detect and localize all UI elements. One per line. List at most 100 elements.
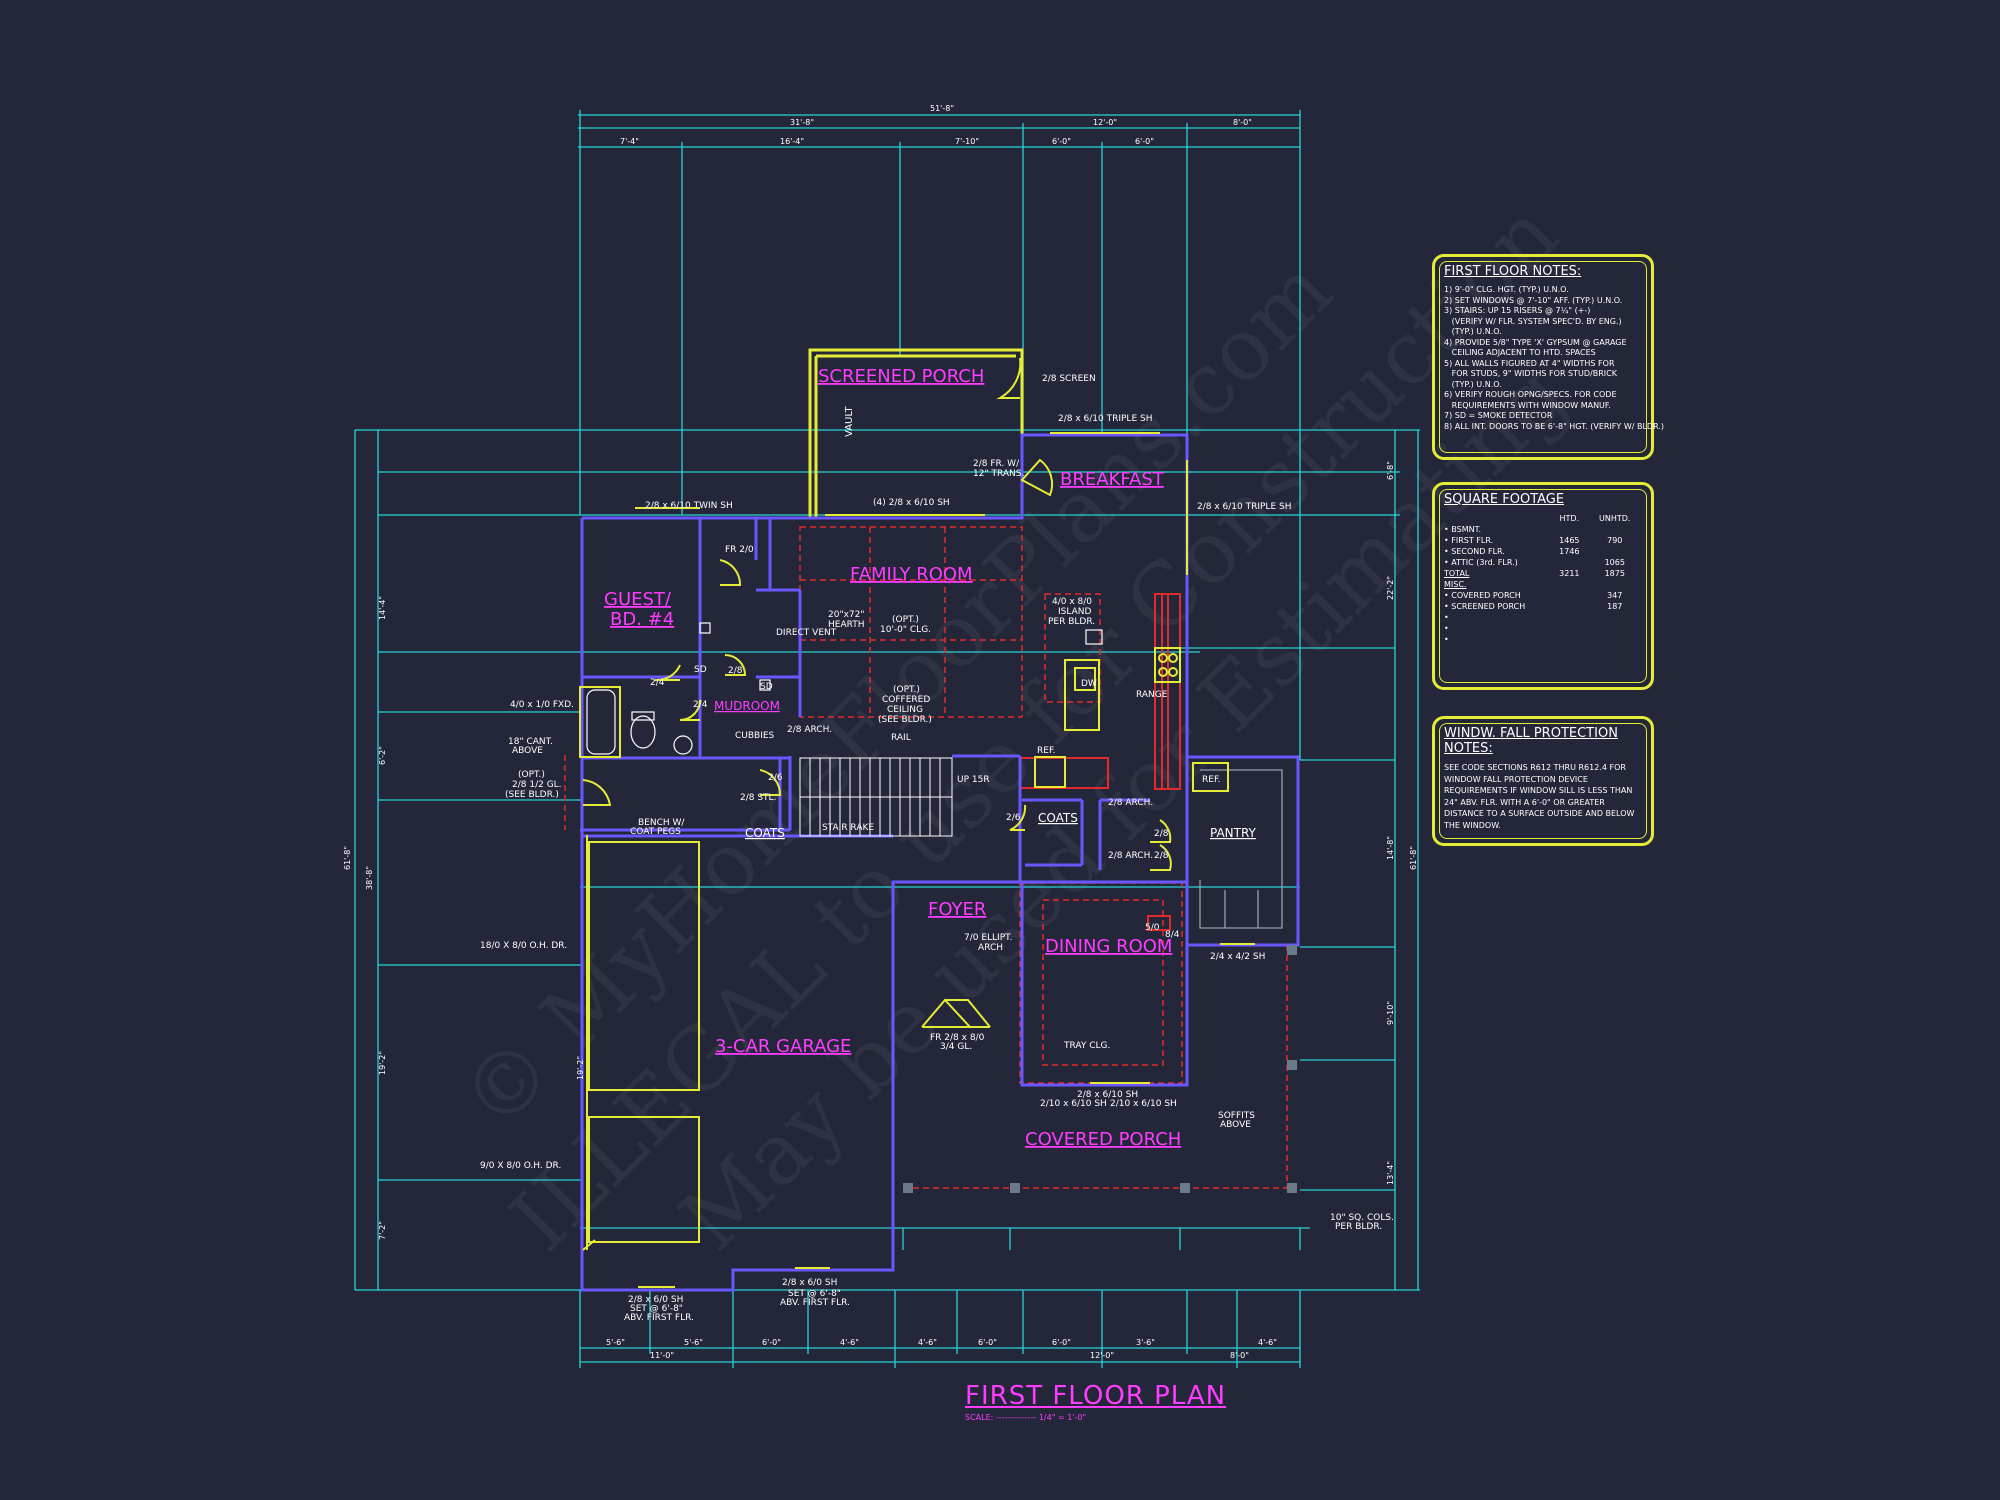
- dim-right-1: 6'-8": [1386, 461, 1395, 480]
- label-door-28c: 2/8: [1154, 851, 1169, 861]
- square-footage-label: • BSMNT.: [1444, 525, 1482, 534]
- square-footage-label: • COVERED PORCH: [1444, 591, 1521, 600]
- room-coats-2: COATS: [1038, 811, 1078, 825]
- label-screen: 2/8 SCREEN: [1042, 374, 1096, 384]
- square-footage-htd: [1551, 623, 1587, 634]
- label-soffits-2: ABOVE: [1220, 1120, 1251, 1130]
- label-four-sh: (4) 2/8 x 6/10 SH: [873, 498, 950, 508]
- square-footage-unhtd: 187: [1607, 602, 1623, 611]
- square-footage-label: •: [1444, 613, 1449, 622]
- label-soffits-1: SOFFITS: [1218, 1111, 1255, 1121]
- label-stl: 2/8 STL.: [740, 793, 776, 803]
- label-dw: DW: [1081, 679, 1097, 689]
- dim-left-5: 19'-2": [378, 1051, 387, 1075]
- window-fall-notes-panel: WINDW. FALL PROTECTION NOTES: SEE CODE S…: [1432, 716, 1654, 846]
- dim-bb1: 11'-0": [650, 1351, 674, 1360]
- label-rail: RAIL: [891, 733, 911, 743]
- dim-bb2: 12'-0": [1090, 1351, 1114, 1360]
- label-vault: VAULT: [844, 405, 855, 437]
- square-footage-row: • BSMNT.: [1444, 524, 1642, 535]
- label-tray: TRAY CLG.: [1063, 1041, 1110, 1051]
- square-footage-label: • FIRST FLR.: [1444, 536, 1494, 545]
- room-covered-porch: COVERED PORCH: [1025, 1129, 1181, 1150]
- room-coats-1: COATS: [745, 826, 785, 840]
- label-fr-foyer-2: 3/4 GL.: [940, 1042, 972, 1052]
- label-garage-sh-2b: SET @ 6'-8": [788, 1289, 841, 1299]
- square-footage-panel: SQUARE FOOTAGE HTD. UNHTD. • BSMNT.• FIR…: [1432, 482, 1654, 690]
- label-arch-28c: 2/8 ARCH.: [1108, 851, 1153, 861]
- window-fall-notes-text: SEE CODE SECTIONS R612 THRU R612.4 FOR W…: [1444, 763, 1635, 830]
- label-cant-1: 18" CANT.: [508, 737, 553, 747]
- label-cant-2: ABOVE: [512, 746, 543, 756]
- label-opt-gl-2: 2/8 1/2 GL.: [512, 780, 562, 790]
- first-floor-notes-panel: FIRST FLOOR NOTES: 1) 9'-0" CLG. HGT. (T…: [1432, 254, 1665, 460]
- room-screened-porch: SCREENED PORCH: [818, 366, 984, 387]
- label-door-26b: 2/6: [1006, 813, 1021, 823]
- label-triple-sh-right: 2/8 x 6/10 TRIPLE SH: [1197, 502, 1291, 512]
- label-dining-sh-3: 2/10 x 6/10 SH: [1110, 1099, 1177, 1109]
- dim-b4: 4'-6": [840, 1338, 859, 1347]
- label-garage-sh-1a: 2/8 x 6/0 SH: [628, 1295, 683, 1305]
- label-fr-transom-2: 12" TRANS.: [973, 469, 1024, 479]
- label-opt-gl-3: (SEE BLDR.): [505, 790, 559, 800]
- label-door-24a: 2/4: [650, 678, 665, 688]
- square-footage-title: SQUARE FOOTAGE: [1444, 492, 1565, 507]
- note-item: 8) ALL INT. DOORS TO BE 6'-8" HGT. (VERI…: [1444, 421, 1665, 431]
- note-item: 1) 9'-0" CLG. HGT. (TYP.) U.N.O.: [1444, 285, 1569, 294]
- label-direct-vent: DIRECT VENT: [776, 628, 837, 638]
- label-opt-gl-1: (OPT.): [518, 770, 545, 780]
- square-footage-unhtd: [1588, 634, 1643, 645]
- square-footage-row: • SECOND FLR.1746: [1444, 546, 1642, 557]
- note-item: 6) VERIFY ROUGH OPNG/SPECS. FOR CODE: [1444, 390, 1617, 399]
- room-guest-bd-line2: BD. #4: [610, 609, 674, 630]
- label-triple-sh-top: 2/8 x 6/10 TRIPLE SH: [1058, 414, 1152, 424]
- plan-scale: SCALE: -------------- 1/4" = 1'-0": [965, 1413, 1087, 1422]
- dim-right-4: 9'-10": [1386, 1001, 1395, 1025]
- room-guest-bd-line1: GUEST/: [604, 589, 672, 610]
- square-footage-unhtd: [1588, 623, 1643, 634]
- dim-top-c: 8'-0": [1233, 118, 1252, 127]
- label-step-2: 8/4: [1165, 930, 1180, 940]
- label-garage-sh-2a: 2/8 x 6/0 SH: [782, 1278, 837, 1288]
- square-footage-row: MISC.: [1444, 579, 1642, 590]
- dim-t1: 7'-4": [620, 137, 639, 146]
- plan-title: FIRST FLOOR PLAN: [965, 1381, 1227, 1411]
- square-footage-row: •: [1444, 612, 1642, 623]
- label-cols-1: 10" SQ. COLS.: [1330, 1213, 1394, 1223]
- dim-left-3: 14'-4": [378, 596, 387, 620]
- dim-t3: 7'-10": [955, 137, 979, 146]
- note-item: (TYP.) U.N.O.: [1444, 327, 1502, 336]
- label-arch-28b: 2/8 ARCH.: [1108, 798, 1153, 808]
- dim-t5: 6'-0": [1135, 137, 1154, 146]
- label-island-2: ISLAND: [1058, 607, 1091, 617]
- room-pantry: PANTRY: [1210, 826, 1257, 840]
- note-item: 2) SET WINDOWS @ 7'-10" AFF. (TYP.) U.N.…: [1444, 295, 1623, 305]
- dim-left-2: 38'-8": [365, 866, 374, 890]
- dim-right-2: 22'-2": [1386, 576, 1395, 600]
- square-footage-htd: [1551, 612, 1587, 623]
- col-htd: HTD.: [1559, 514, 1580, 523]
- label-sd-2: SD: [760, 682, 773, 692]
- label-ref-1: REF.: [1037, 746, 1056, 756]
- square-footage-unhtd: [1588, 612, 1643, 623]
- square-footage-htd: [1551, 590, 1587, 601]
- dim-t2: 16'-4": [780, 137, 804, 146]
- square-footage-unhtd: [1588, 546, 1643, 557]
- label-dining-sh-2: 2/10 x 6/10 SH: [1040, 1099, 1107, 1109]
- label-ref-2: REF.: [1202, 775, 1221, 785]
- note-item: REQUIREMENTS WITH WINDOW MANUF.: [1444, 400, 1611, 410]
- dim-b7: 6'-0": [1052, 1338, 1071, 1347]
- square-footage-htd: [1551, 601, 1587, 612]
- room-family-room: FAMILY ROOM: [850, 564, 973, 585]
- square-footage-htd: [1551, 579, 1587, 590]
- square-footage-label: • SCREENED PORCH: [1444, 602, 1526, 611]
- label-coffered-1: (OPT.): [893, 685, 920, 695]
- label-door-28a: 2/8: [728, 666, 743, 676]
- dim-left-total: 61'-8": [343, 846, 352, 870]
- pantry-shelves: [1199, 769, 1283, 929]
- square-footage-unhtd: 1875: [1604, 569, 1625, 578]
